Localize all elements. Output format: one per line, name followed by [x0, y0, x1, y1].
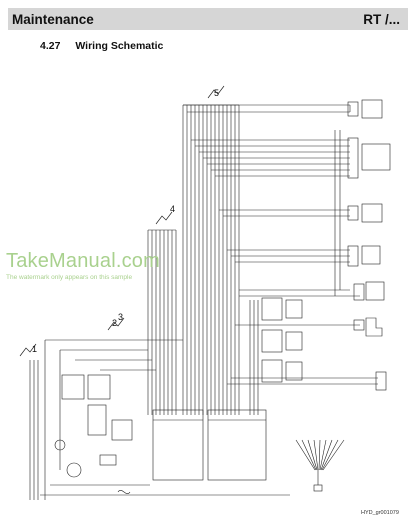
right-components	[347, 99, 391, 391]
relay-blocks	[249, 297, 303, 415]
bundle-label-4: 4	[170, 204, 175, 214]
bundle-5-wires	[182, 104, 240, 415]
right-runs	[183, 104, 378, 385]
section-heading: 4.27 Wiring Schematic	[40, 40, 163, 52]
header-title: Maintenance	[12, 11, 94, 27]
watermark: TakeManual.com The watermark only appear…	[6, 250, 160, 281]
left-components	[54, 374, 133, 494]
watermark-subtitle: The watermark only appears on this sampl…	[6, 274, 133, 281]
terminal-blocks	[152, 409, 267, 481]
bundle-label-3: 3	[118, 312, 123, 322]
fan-bundle	[295, 439, 345, 492]
header-right: RT /...	[363, 11, 400, 27]
section-number: 4.27	[40, 40, 61, 52]
bundle-label-1: 1	[32, 344, 37, 354]
watermark-title: TakeManual.com	[6, 250, 160, 272]
bundle-4-wires	[147, 229, 177, 415]
header-bar: Maintenance RT /...	[8, 8, 408, 30]
figure-reference: HYD_gr001079	[361, 510, 399, 516]
section-title: Wiring Schematic	[75, 40, 164, 52]
